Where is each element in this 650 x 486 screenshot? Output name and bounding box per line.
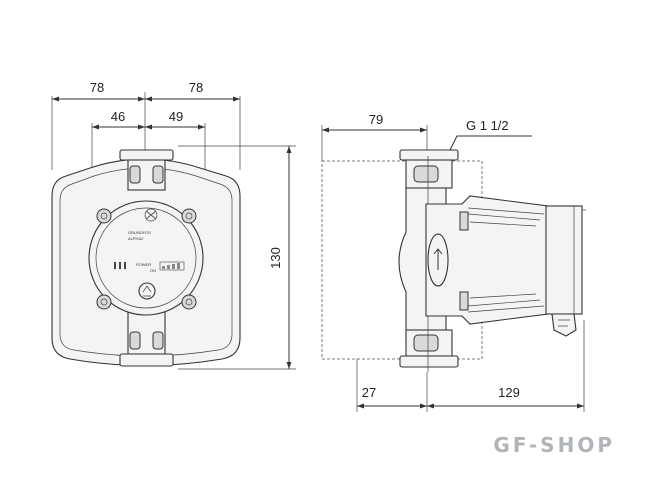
power-sub-label: ON — [150, 268, 156, 273]
dim-27: 27 — [362, 385, 376, 400]
dim-49: 49 — [169, 109, 183, 124]
led-indicator-bars — [114, 262, 126, 269]
flow-direction-arrow-icon — [427, 233, 449, 287]
display-bars — [159, 261, 185, 271]
terminal-box — [545, 205, 583, 315]
dim-130: 130 — [268, 247, 283, 269]
dim-129: 129 — [498, 385, 520, 400]
nameplate-brand: GRUNDFOS — [128, 230, 151, 235]
nameplate-model: ALPHA2 — [128, 236, 144, 241]
dim-78-left: 78 — [90, 80, 104, 95]
cooling-fins — [459, 207, 545, 313]
watermark-logo: GF-SHOP — [493, 433, 615, 457]
dim-79: 79 — [369, 112, 383, 127]
side-view: 79 G 1 1/2 — [321, 112, 586, 412]
dim-46: 46 — [111, 109, 125, 124]
cable-plug — [551, 313, 577, 337]
front-view: 78 78 46 49 130 — [51, 80, 296, 370]
mode-button-icon — [138, 282, 156, 300]
screw-boss-icon — [96, 208, 197, 310]
control-box — [88, 200, 204, 316]
power-label: POWER — [136, 262, 151, 267]
dim-78-right: 78 — [189, 80, 203, 95]
brand-logo-icon — [144, 208, 158, 222]
thread-size-label: G 1 1/2 — [466, 118, 509, 133]
